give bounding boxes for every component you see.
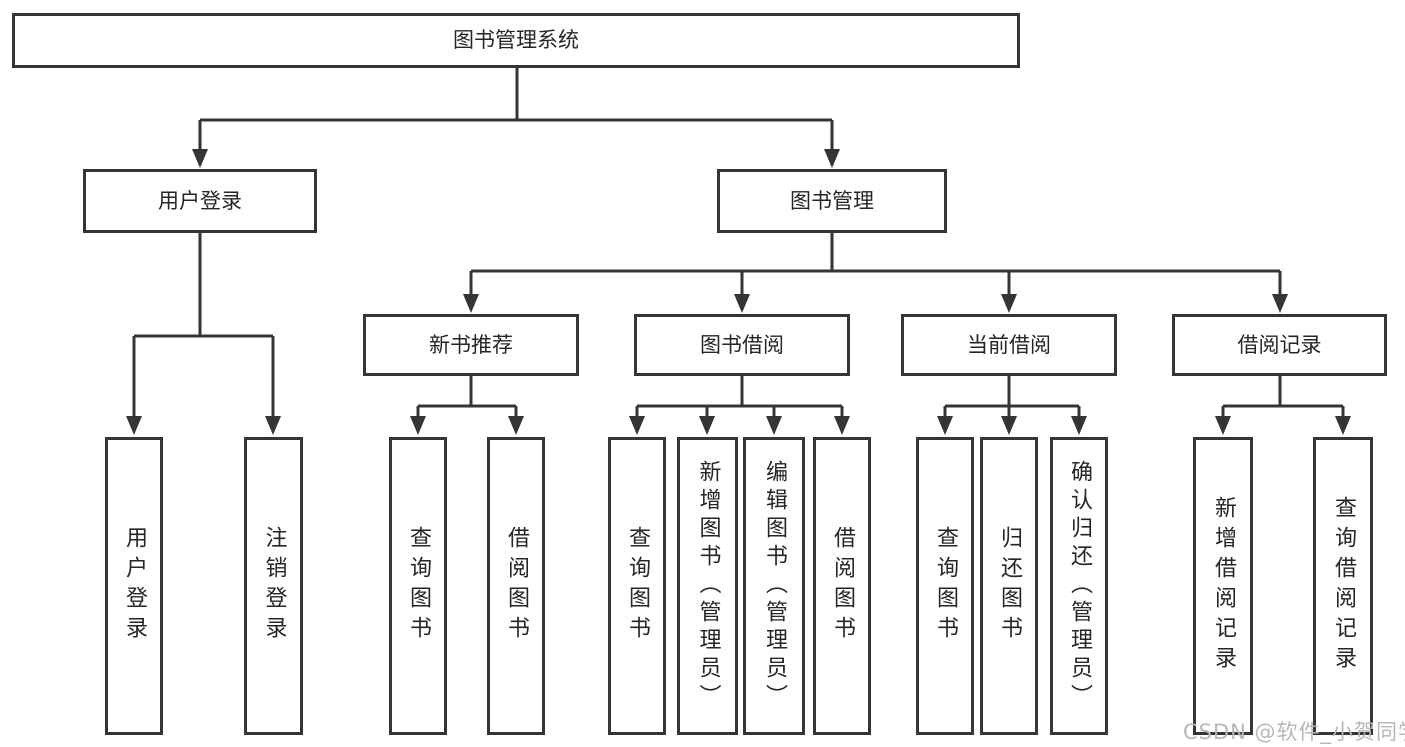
leaf-borrow-books-recommend: 借阅图书 xyxy=(487,437,545,735)
leaf-query-borrow-record: 查询借阅记录 xyxy=(1313,437,1373,735)
node-book-borrowing: 图书借阅 xyxy=(634,314,850,376)
node-library-management-system: 图书管理系统 xyxy=(12,13,1020,68)
leaf-add-book-admin: 新增图书（管理员） xyxy=(677,437,738,735)
csdn-watermark: CSDN @软件_小贺同学 xyxy=(1183,720,1405,744)
leaf-query-books-current: 查询图书 xyxy=(916,437,974,735)
leaf-edit-book-admin: 编辑图书（管理员） xyxy=(743,437,805,735)
leaf-add-borrow-record: 新增借阅记录 xyxy=(1193,437,1253,735)
node-current-borrowing: 当前借阅 xyxy=(901,314,1117,376)
node-borrowing-records: 借阅记录 xyxy=(1172,314,1387,376)
leaf-return-book: 归还图书 xyxy=(980,437,1038,735)
leaf-logout: 注销登录 xyxy=(244,437,303,735)
node-user-login: 用户登录 xyxy=(83,169,317,233)
leaf-user-login: 用户登录 xyxy=(105,437,163,735)
leaf-borrow-books: 借阅图书 xyxy=(813,437,871,735)
leaf-confirm-return-admin: 确认归还（管理员） xyxy=(1050,437,1108,735)
leaf-query-books-recommend: 查询图书 xyxy=(389,437,447,735)
node-new-book-recommendation: 新书推荐 xyxy=(363,314,579,376)
leaf-query-books-borrow: 查询图书 xyxy=(608,437,666,735)
node-book-management: 图书管理 xyxy=(717,169,947,233)
